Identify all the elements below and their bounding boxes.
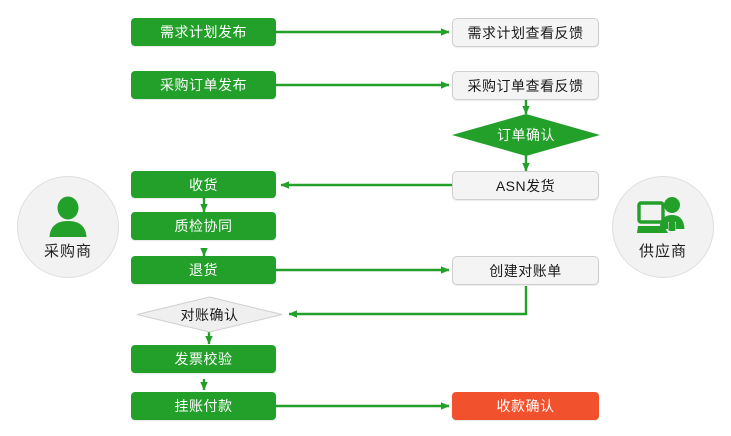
node-label: 采购订单查看反馈 — [467, 77, 584, 94]
node-label: 对账确认 — [180, 306, 239, 323]
node-label: 采购订单发布 — [160, 77, 247, 93]
node-invoice-verify[interactable]: 发票校验 — [131, 345, 276, 373]
node-label: 退货 — [189, 262, 218, 278]
node-po-feedback[interactable]: 采购订单查看反馈 — [452, 71, 599, 100]
actor-buyer-label: 采购商 — [43, 242, 92, 260]
node-label: 质检协同 — [174, 218, 233, 234]
node-label: 需求计划查看反馈 — [467, 24, 584, 41]
node-order-confirm[interactable]: 订单确认 — [452, 114, 600, 156]
node-demand-plan-publish[interactable]: 需求计划发布 — [131, 18, 276, 46]
node-label: ASN发货 — [495, 177, 556, 194]
node-statement-confirm[interactable]: 对账确认 — [136, 296, 283, 333]
node-asn-shipment[interactable]: ASN发货 — [452, 171, 599, 200]
actor-buyer[interactable]: 采购商 — [17, 176, 119, 278]
node-create-statement[interactable]: 创建对账单 — [452, 256, 599, 285]
node-receive-goods[interactable]: 收货 — [131, 171, 276, 198]
node-return-goods[interactable]: 退货 — [131, 256, 276, 284]
node-po-publish[interactable]: 采购订单发布 — [131, 71, 276, 99]
diamond-shape — [136, 296, 283, 333]
node-label: 订单确认 — [497, 127, 555, 143]
node-demand-plan-feedback[interactable]: 需求计划查看反馈 — [452, 18, 599, 47]
node-label: 创建对账单 — [489, 262, 562, 279]
edge-create-statement-to-statement-confirm — [288, 286, 528, 318]
person-icon — [46, 196, 90, 243]
diamond-shape — [452, 114, 600, 156]
node-label: 挂账付款 — [174, 398, 233, 414]
node-posting-payment[interactable]: 挂账付款 — [131, 392, 276, 420]
node-label: 收货 — [189, 176, 218, 193]
person-at-computer-icon — [637, 196, 689, 243]
actor-supplier-label: 供应商 — [638, 242, 687, 260]
node-payment-confirm[interactable]: 收款确认 — [452, 392, 599, 420]
node-label: 需求计划发布 — [160, 24, 247, 40]
node-label: 发票校验 — [174, 351, 233, 367]
actor-supplier[interactable]: 供应商 — [612, 176, 714, 278]
node-label: 收款确认 — [496, 398, 555, 414]
node-quality-collab[interactable]: 质检协同 — [131, 212, 276, 240]
